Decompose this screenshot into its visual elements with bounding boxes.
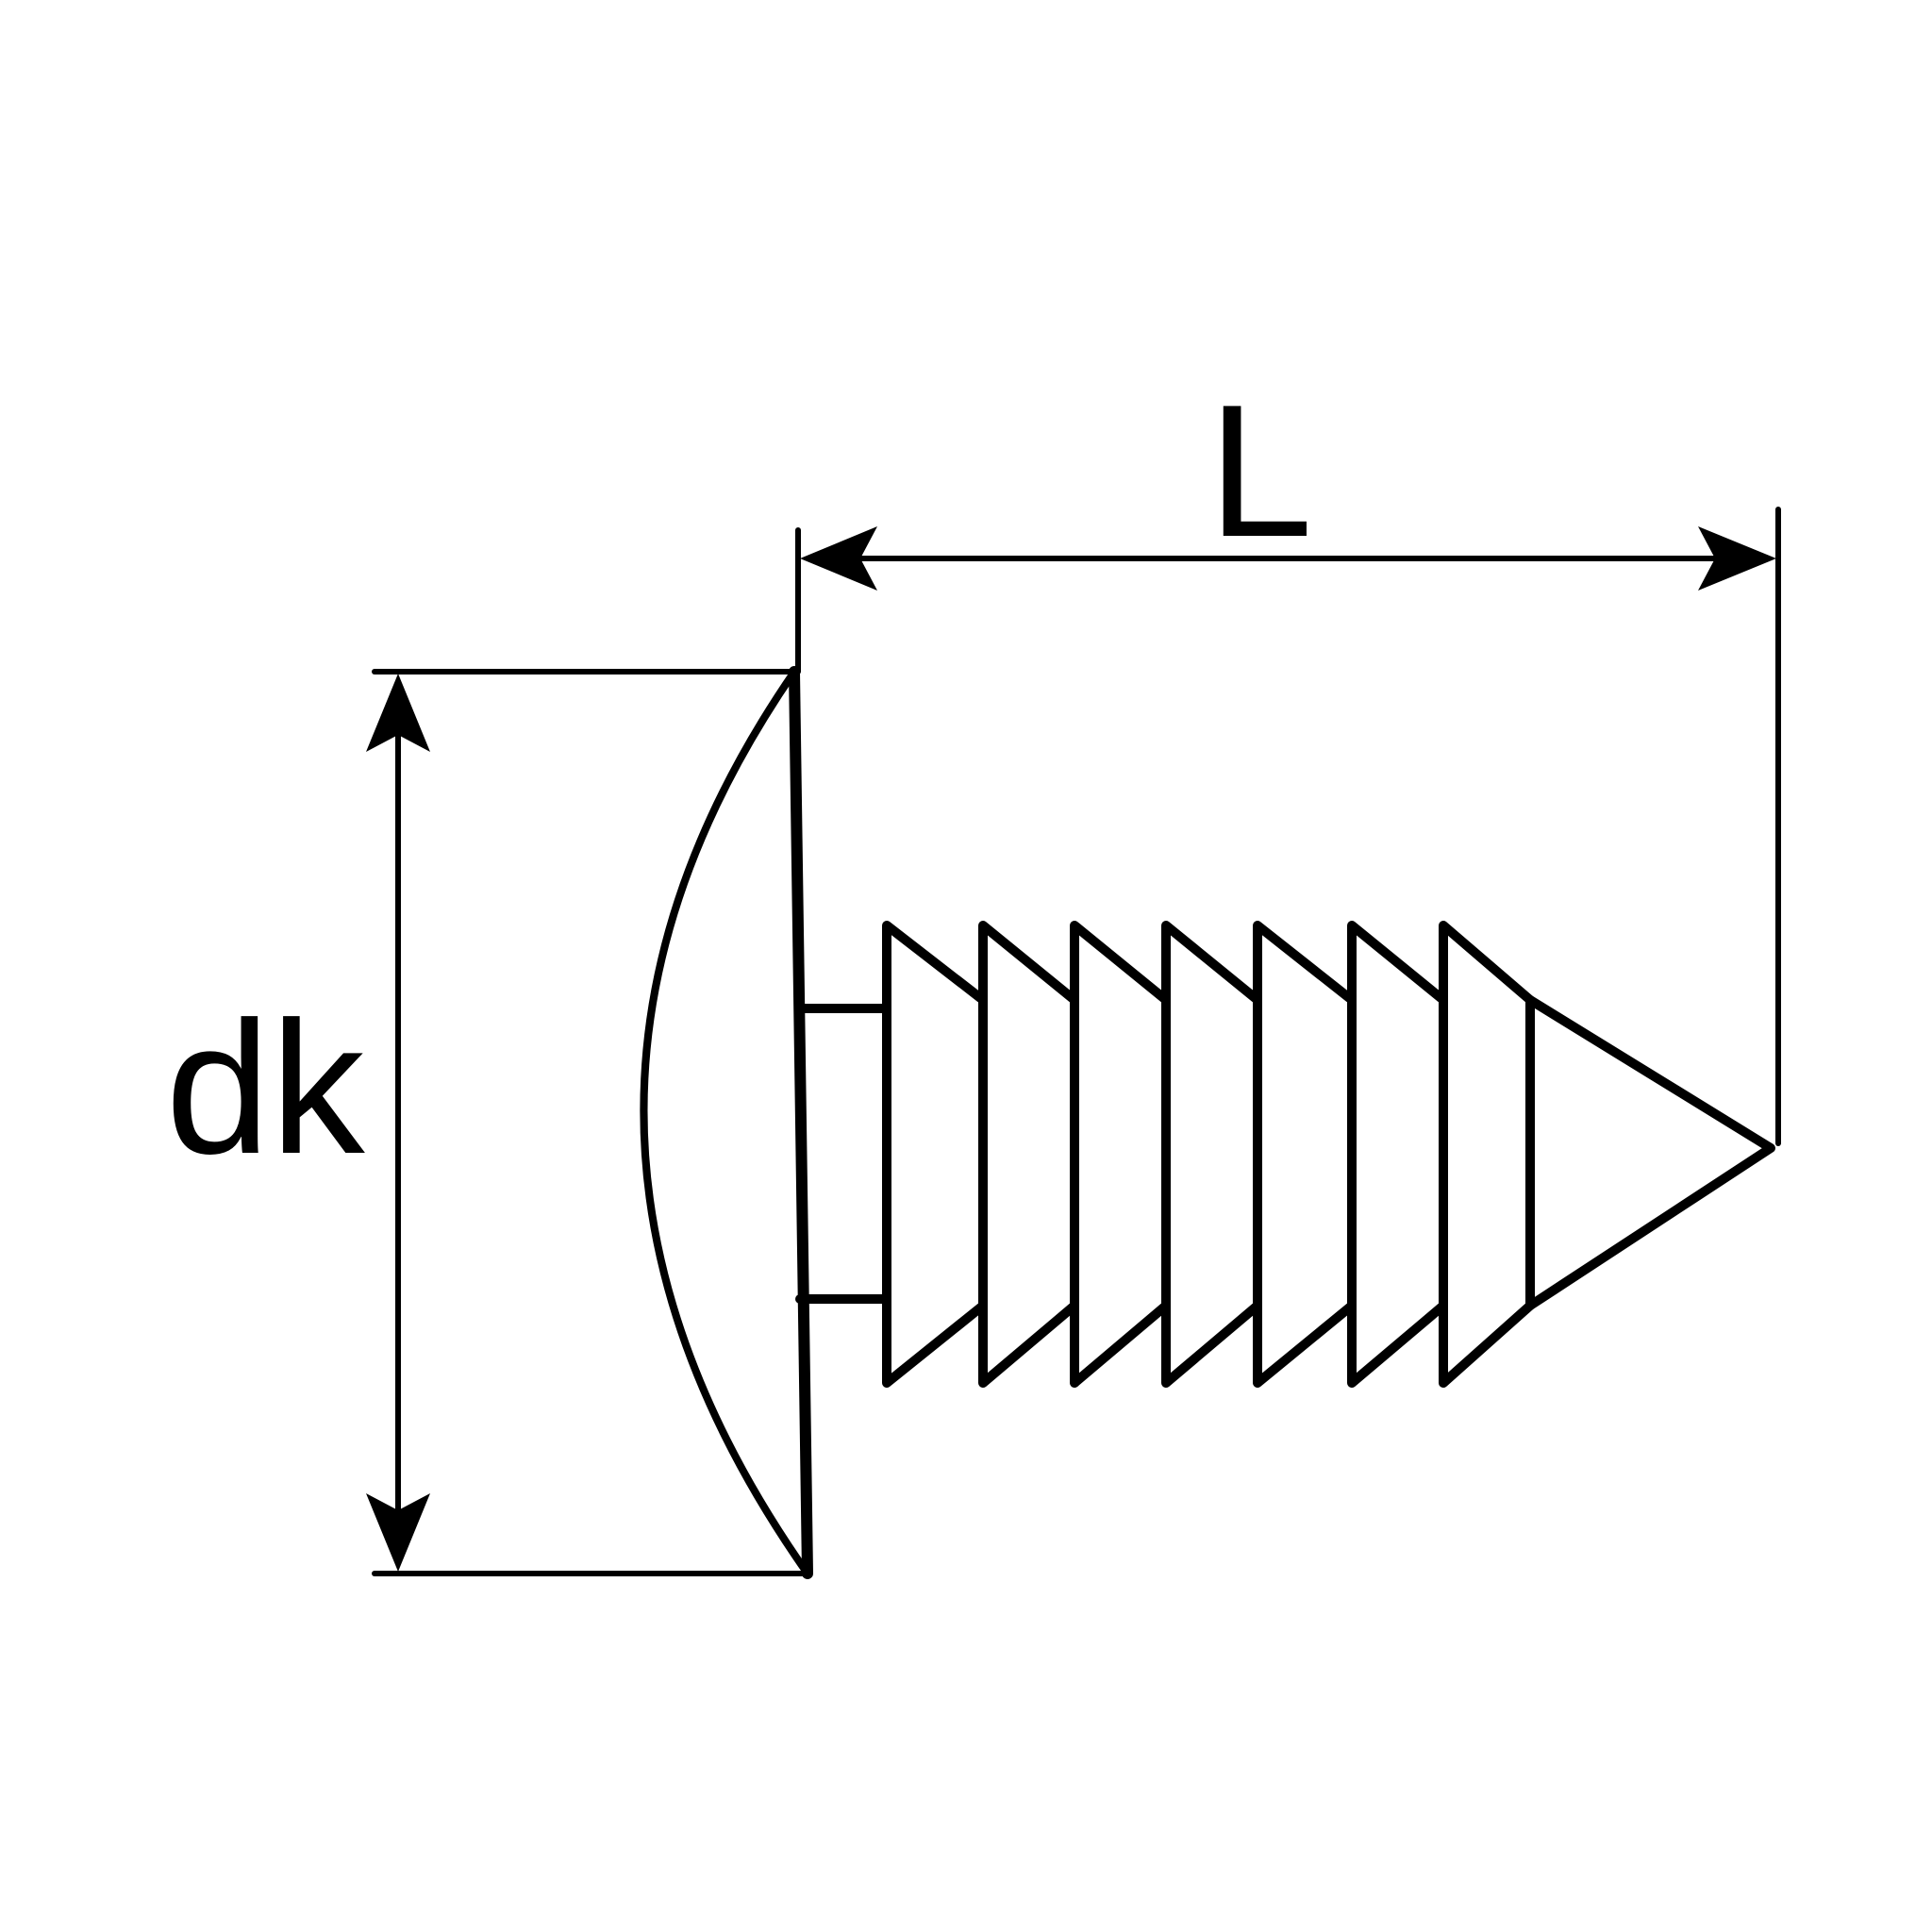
head-diameter-dimension: dk	[165, 669, 805, 1576]
dk-arrowhead-top	[366, 674, 430, 752]
thread-1	[882, 921, 988, 1388]
length-arrowhead-right	[1698, 526, 1776, 591]
head-bearing-face	[789, 666, 813, 1579]
thread-6	[1347, 921, 1448, 1388]
thread-7	[1439, 921, 1535, 1388]
length-arrowhead-left	[800, 526, 877, 591]
dk-label: dk	[165, 983, 365, 1193]
thread-5	[1253, 921, 1357, 1388]
screw-neck	[795, 1004, 891, 1304]
length-dimension: L	[795, 366, 1781, 1146]
head-dome-outline	[640, 668, 811, 1577]
length-label: L	[1208, 366, 1312, 576]
thread-4	[1161, 921, 1262, 1388]
screw-head	[640, 666, 813, 1579]
thread-3	[1070, 921, 1171, 1388]
thread-2	[978, 921, 1079, 1388]
dk-arrowhead-bottom	[366, 1493, 430, 1572]
screw-threads	[882, 921, 1775, 1388]
screw-tip	[1525, 995, 1775, 1310]
